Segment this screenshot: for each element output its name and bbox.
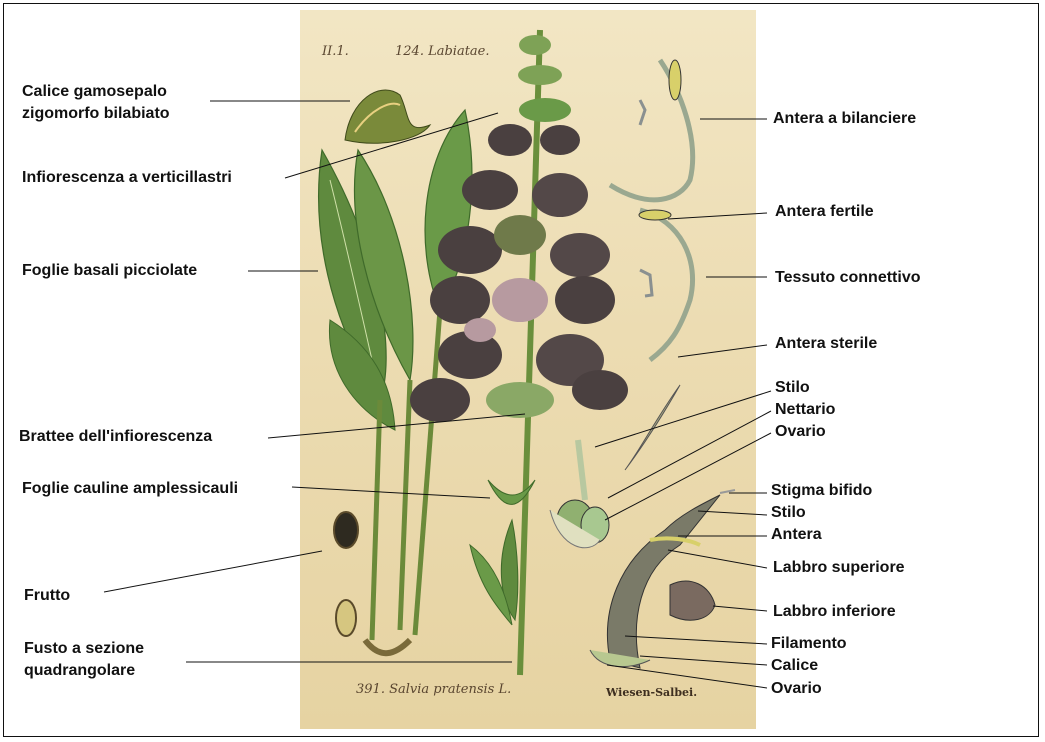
- label-tessuto-connettivo: Tessuto connettivo: [775, 269, 921, 286]
- plate-family: 124. Labiatae.: [395, 44, 490, 59]
- label-fusto: Fusto a sezione quadrangolare: [24, 640, 145, 679]
- label-foglie-cauline: Foglie cauline amplessicauli: [22, 480, 239, 497]
- plate-common-name: Wiesen-Salbei.: [606, 686, 698, 699]
- label-stilo-pistil: Stilo: [775, 379, 810, 396]
- flower-section: [589, 489, 736, 669]
- label-labbro-superiore: Labbro superiore: [773, 559, 905, 576]
- inflorescence: [410, 35, 628, 422]
- plate-species: 391. Salvia pratensis L.: [356, 682, 512, 697]
- label-filamento: Filamento: [771, 635, 847, 652]
- label-ovario-pistil: Ovario: [775, 423, 826, 440]
- label-brattee: Brattee dell'infiorescenza: [19, 428, 213, 445]
- label-labbro-inferiore: Labbro inferiore: [773, 603, 896, 620]
- label-foglie-basali: Foglie basali picciolate: [22, 262, 198, 279]
- label-antera-fertile: Antera fertile: [775, 203, 874, 220]
- label-antera: Antera: [771, 526, 822, 543]
- label-infiorescenza: Infiorescenza a verticillastri: [22, 169, 232, 186]
- plate-mark: II.1.: [322, 44, 349, 59]
- fruit-detail: [333, 511, 359, 637]
- stamen-details: [608, 58, 696, 471]
- main-stem: [469, 29, 543, 676]
- label-frutto: Frutto: [24, 587, 71, 604]
- label-stilo-flower: Stilo: [771, 504, 806, 521]
- label-antera-sterile: Antera sterile: [775, 335, 878, 352]
- label-antera-bilanciere: Antera a bilanciere: [773, 110, 917, 127]
- calyx-detail: [344, 89, 432, 144]
- label-stigma-bifido: Stigma bifido: [771, 482, 873, 499]
- label-calice-gamosepalo: Calice gamosepalo zigomorfo bilabiato: [22, 83, 170, 122]
- label-ovario-flower: Ovario: [771, 680, 822, 697]
- label-nettario: Nettario: [775, 401, 836, 418]
- leader-lines: [103, 100, 772, 689]
- pistil-detail: [549, 439, 610, 549]
- label-calice: Calice: [771, 657, 819, 674]
